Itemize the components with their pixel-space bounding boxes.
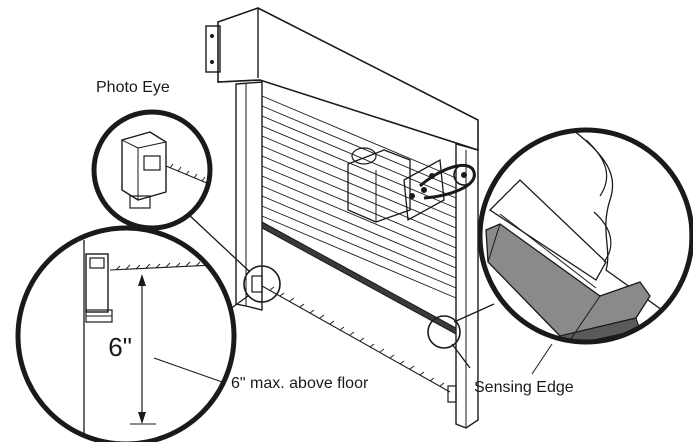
detail-sensing-edge-ring [477,127,693,345]
photo-eye-sensor [251,275,263,293]
label-sensing-edge: Sensing Edge [474,379,574,396]
dimension-6-inch: 6" [108,332,132,362]
housing-front [217,7,479,152]
leader-photo-eye-top [187,213,251,273]
detail-photo-eye-ring [91,109,213,231]
leader-sensing-edge-top [453,303,495,323]
leader-sensing-edge-bottom [451,343,471,369]
label-photo-eye: Photo Eye [96,79,170,96]
photo-eye-receiver [447,385,457,403]
label-max-height: 6" max. above floor [231,375,369,392]
photo-eye-beam [261,285,451,393]
detail-floor-ring [15,225,237,442]
leader-sensing-edge-label [531,343,553,375]
detail-sensing-edge [477,127,693,345]
motor-operator [347,147,476,223]
right-jamb [455,143,479,429]
bottom-bar [261,221,457,335]
door-assembly [205,7,479,429]
callout-circle-photo-eye [243,265,281,303]
left-jamb [235,81,263,311]
callout-circle-sensing-edge [427,315,461,349]
housing-bracket [205,25,221,73]
detail-floor-height: 6" [15,225,237,442]
detail-photo-eye [91,109,213,231]
leader-max-height [153,357,223,383]
